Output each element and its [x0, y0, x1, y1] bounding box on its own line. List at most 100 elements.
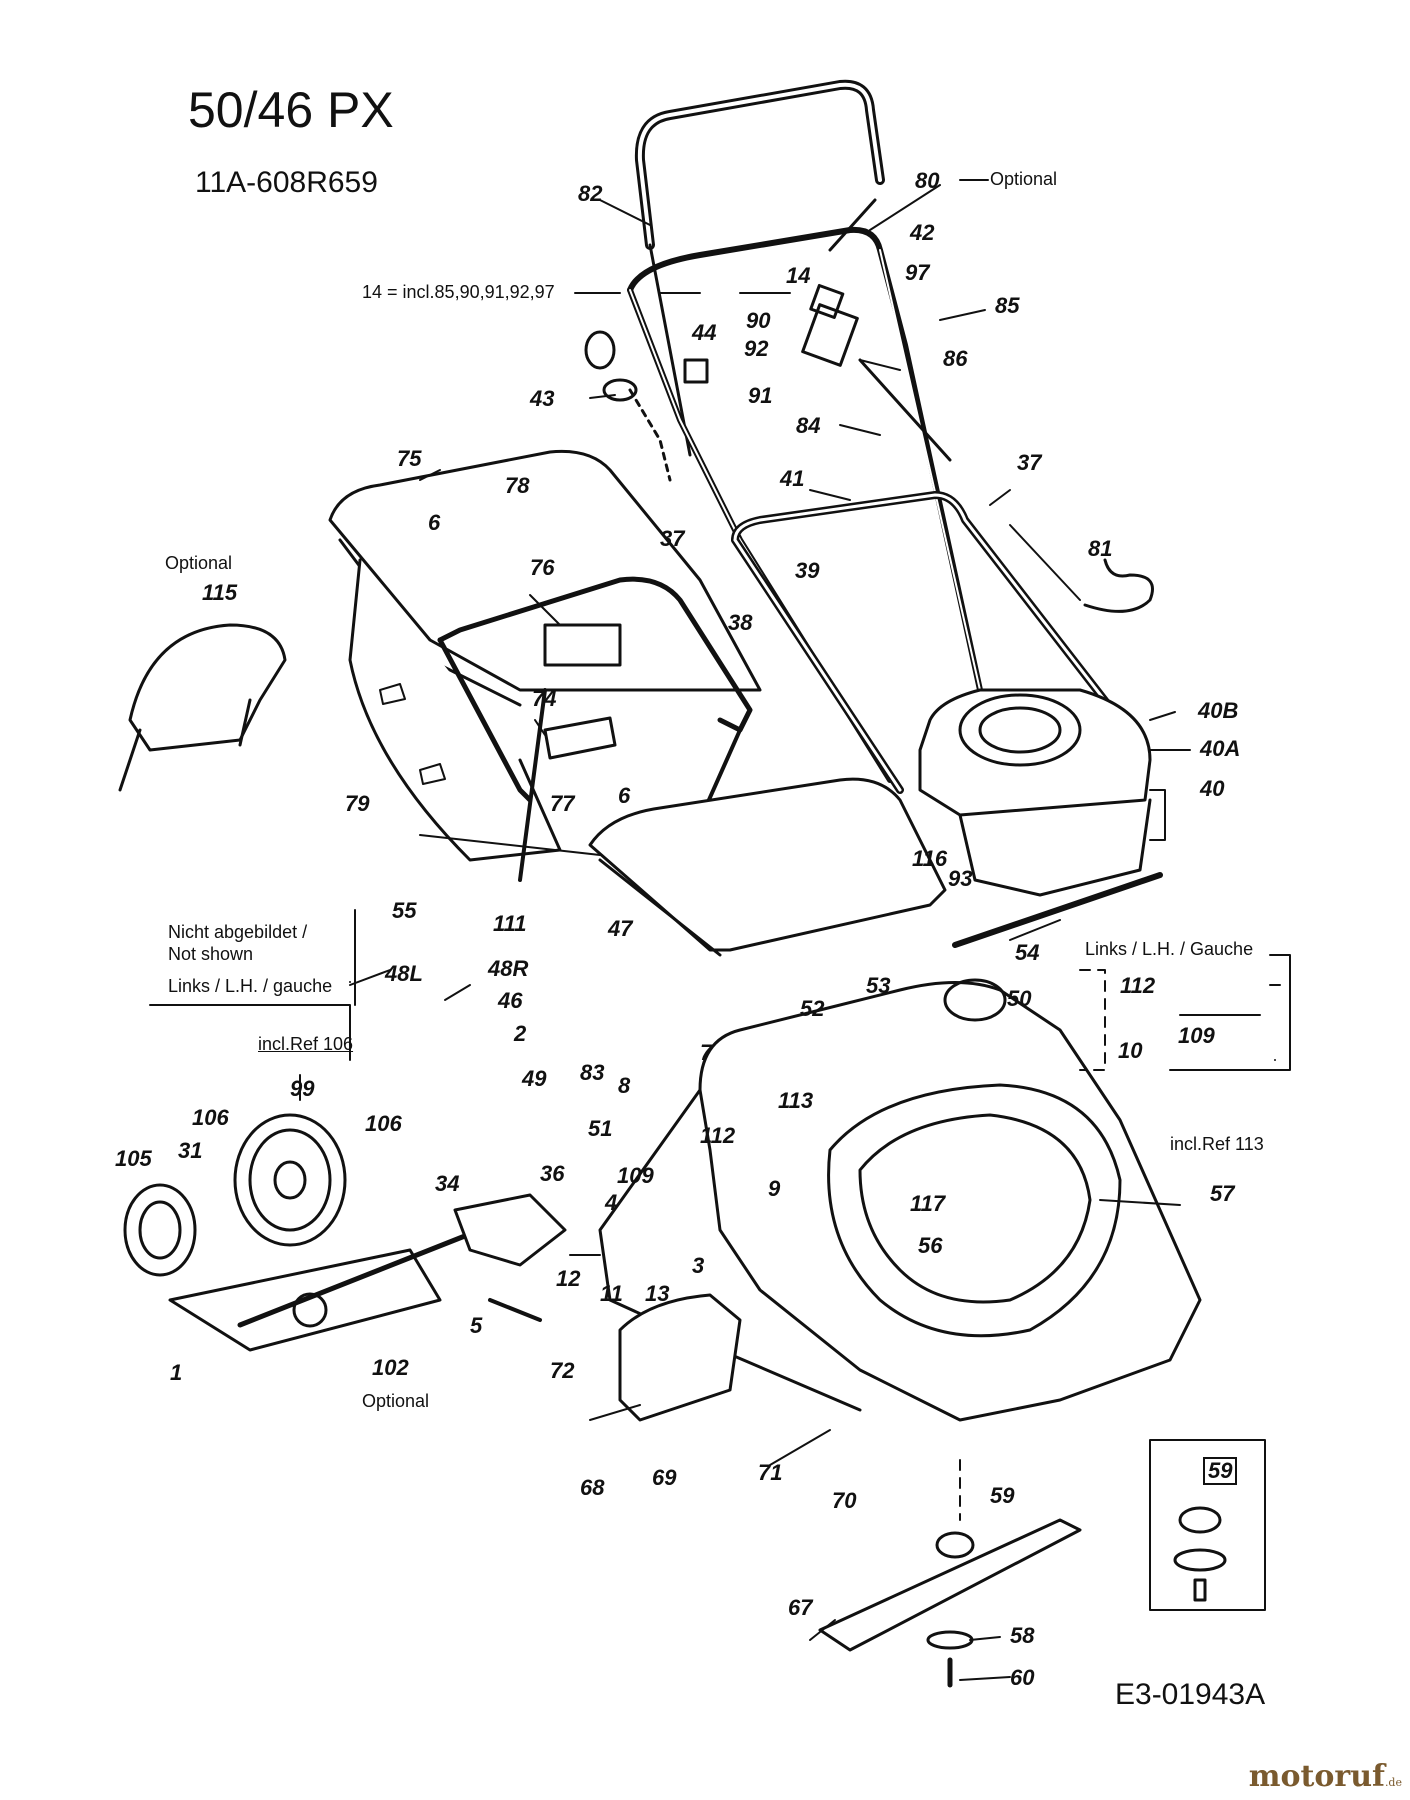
part-label-59: 59: [990, 1483, 1015, 1508]
part-label-36: 36: [540, 1161, 565, 1186]
part-label-83: 83: [580, 1060, 605, 1085]
part-label-105: 105: [115, 1146, 152, 1171]
part-label-55: 55: [392, 898, 417, 923]
logo-suffix: .de: [1384, 1776, 1402, 1789]
part-label-41: 41: [780, 466, 805, 491]
part-label-80: 80: [915, 168, 940, 193]
blade-bolt: [926, 1630, 974, 1688]
optional-catcher-115: [118, 623, 287, 792]
part-label-84: 84: [796, 413, 821, 438]
document-id: E3-01943A: [1115, 1678, 1266, 1711]
leader-lines: [149, 179, 1291, 1681]
part-label-60: 60: [1010, 1665, 1035, 1690]
part-label-48L: 48L: [385, 961, 423, 986]
part-label-3: 3: [692, 1253, 705, 1278]
model-title: 50/46 PX: [188, 82, 394, 138]
control-lever: [801, 283, 952, 462]
part-label-85: 85: [995, 293, 1020, 318]
part-label-7: 7: [700, 1040, 713, 1065]
note-optional-102: Optional: [362, 1391, 430, 1411]
part-label-113: 113: [778, 1088, 814, 1113]
part-label-1: 1: [170, 1360, 183, 1385]
note-not-shown-en: Not shown: [168, 944, 254, 964]
part-label-6-bottom: 6: [618, 783, 631, 808]
note-incl-113: incl.Ref 113: [1170, 1134, 1264, 1154]
part-label-111: 111: [493, 911, 527, 936]
part-label-58: 58: [1010, 1623, 1035, 1648]
part-label-52: 52: [800, 996, 825, 1021]
wheel: [233, 1113, 347, 1247]
part-label-57: 57: [1210, 1181, 1235, 1206]
part-label-81: 81: [1088, 536, 1113, 561]
part-label-14: 14: [786, 263, 811, 288]
part-label-49: 49: [522, 1066, 547, 1091]
grass-bag: [348, 558, 562, 862]
part-label-68: 68: [580, 1475, 605, 1500]
side-plate: [618, 1293, 742, 1422]
blade: [818, 1518, 1082, 1652]
mower-deck: [598, 978, 1202, 1422]
part-label-82: 82: [578, 181, 603, 206]
part-label-46: 46: [498, 988, 523, 1013]
part-label-48R: 48R: [488, 956, 529, 981]
part-label-50: 50: [1007, 986, 1032, 1011]
part-label-12: 12: [556, 1266, 581, 1291]
part-label-59-inset: 59: [1203, 1457, 1238, 1485]
handle-knob: [584, 330, 709, 482]
upper-handle: [634, 79, 885, 457]
part-label-112-right: 112: [1120, 973, 1156, 998]
part-label-75: 75: [397, 446, 422, 471]
part-label-116: 116: [912, 846, 948, 871]
part-label-37-left: 37: [660, 526, 685, 551]
part-label-91: 91: [748, 383, 773, 408]
part-label-109-left: 109: [617, 1163, 654, 1188]
part-label-67: 67: [788, 1595, 813, 1620]
part-label-43: 43: [530, 386, 555, 411]
note-left-side-2: Links / L.H. / Gauche: [1085, 939, 1254, 959]
part-label-106-left: 106: [192, 1105, 229, 1130]
part-label-69: 69: [652, 1465, 677, 1490]
lower-handle-bar: [731, 491, 1124, 794]
blade-adaptor-inset: [1149, 1439, 1266, 1611]
part-label-54: 54: [1015, 940, 1040, 965]
part-label-70: 70: [832, 1488, 857, 1513]
front-axle: [168, 1193, 567, 1352]
part-label-47: 47: [608, 916, 633, 941]
part-label-38: 38: [728, 610, 753, 635]
note-incl-14: 14 = incl.85,90,91,92,97: [362, 282, 555, 302]
part-label-74: 74: [532, 686, 557, 711]
part-label-99: 99: [290, 1076, 315, 1101]
part-label-106-right: 106: [365, 1111, 402, 1136]
part-label-6-top: 6: [428, 510, 441, 535]
catcher-frame: [437, 576, 753, 882]
part-label-51: 51: [588, 1116, 613, 1141]
logo-brand: motoruf: [1248, 1759, 1385, 1794]
handle-frame: [627, 226, 983, 783]
part-label-10: 10: [1118, 1038, 1143, 1063]
part-label-78: 78: [505, 473, 530, 498]
part-label-56: 56: [918, 1233, 943, 1258]
part-label-9: 9: [768, 1176, 781, 1201]
note-optional-115: Optional: [165, 553, 233, 573]
part-label-53: 53: [866, 973, 891, 998]
hubcap: [123, 1183, 197, 1277]
part-number: 11A-608R659: [195, 166, 378, 199]
part-label-42: 42: [910, 220, 935, 245]
note-incl-106: incl.Ref 106: [258, 1034, 354, 1054]
part-label-34: 34: [435, 1171, 460, 1196]
rear-flap: [588, 777, 947, 957]
engine: [918, 688, 1166, 897]
part-label-40A: 40A: [1200, 736, 1241, 761]
part-label-37-right: 37: [1017, 450, 1042, 475]
note-optional-handle: Optional: [990, 169, 1058, 189]
part-label-117: 117: [910, 1191, 946, 1216]
part-label-13: 13: [645, 1281, 670, 1306]
motoruf-logo: motoruf.de: [1249, 1759, 1402, 1794]
part-label-40: 40: [1200, 776, 1225, 801]
part-label-112-left: 112: [700, 1123, 736, 1148]
note-left-side: Links / L.H. / gauche: [168, 976, 333, 996]
cable: [1009, 524, 1154, 613]
part-label-5: 5: [470, 1313, 483, 1338]
part-label-39: 39: [795, 558, 820, 583]
